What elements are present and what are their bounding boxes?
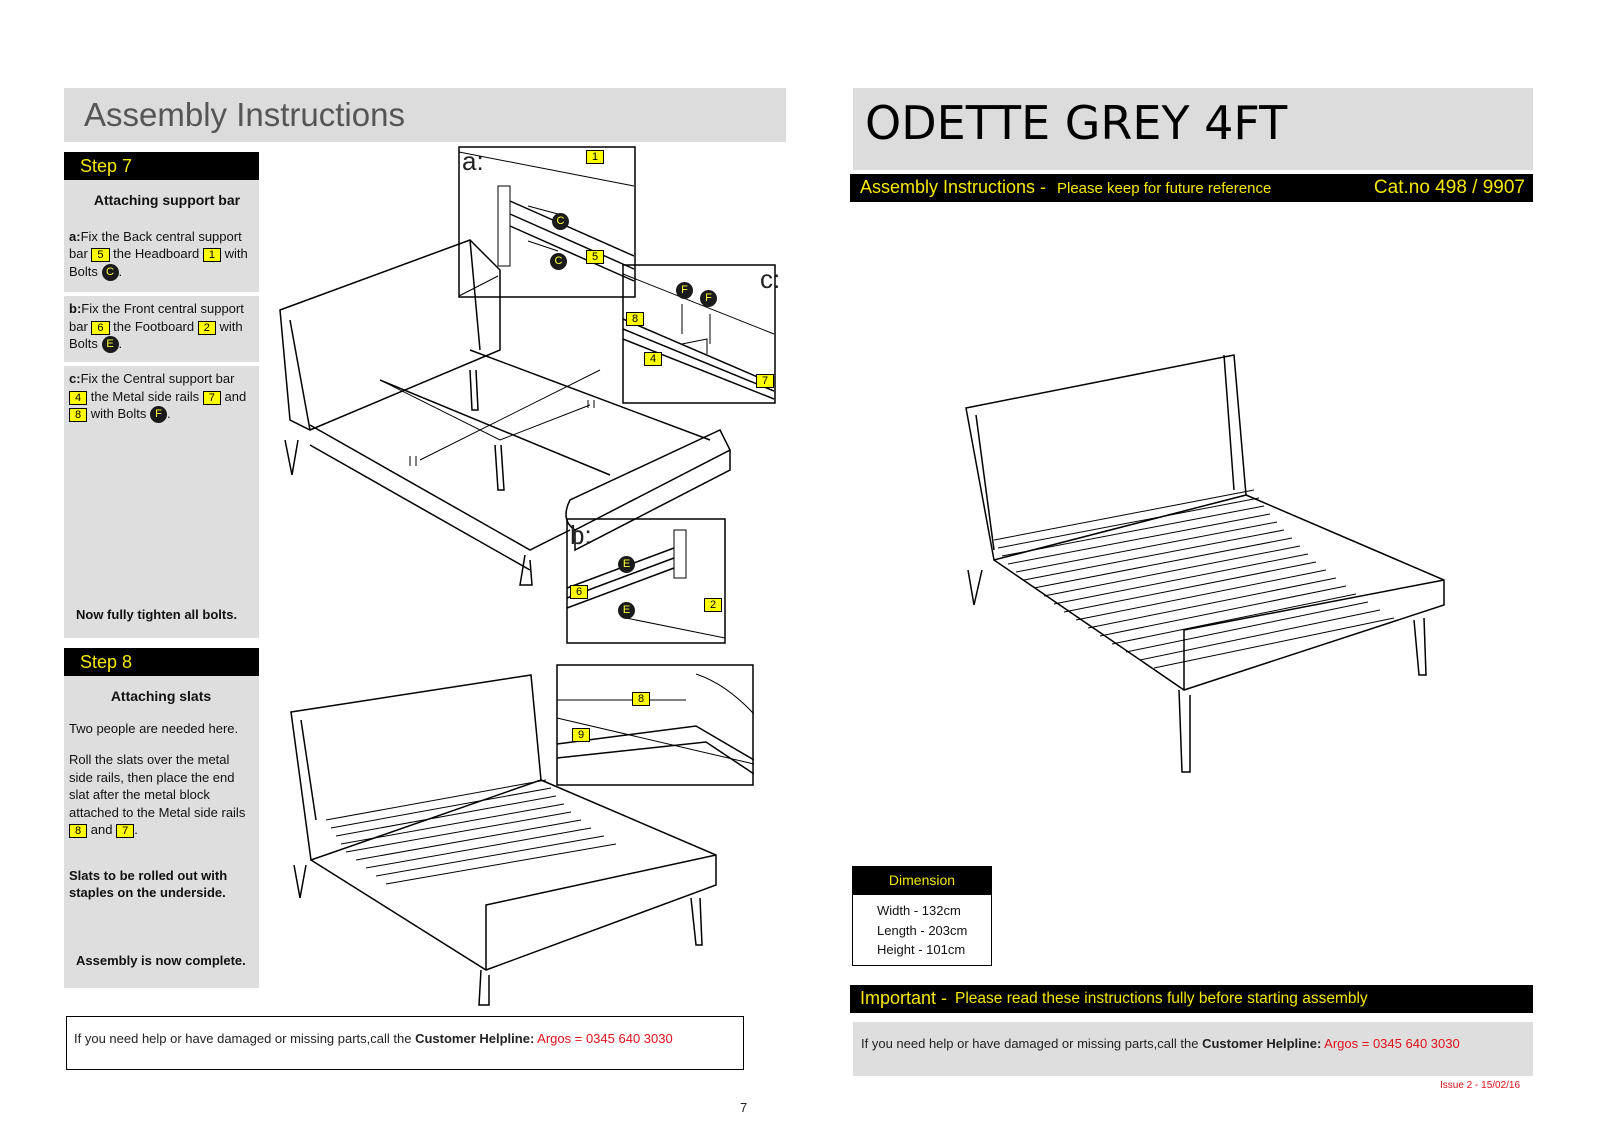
step7-bar: Step 7	[64, 152, 259, 180]
header-title: Assembly Instructions	[84, 96, 405, 133]
detail-c-diagram	[622, 264, 776, 404]
important-title: Important -	[860, 988, 948, 1008]
detail-c-tag-7: 7	[756, 374, 775, 388]
product-title: ODETTE GREY 4FT	[865, 96, 1288, 150]
step8-footer: Assembly is now complete.	[76, 953, 246, 968]
step7-heading: Attaching support bar	[93, 192, 241, 208]
bolt-icon: E	[618, 556, 635, 573]
step8-label: Step 8	[80, 652, 133, 672]
helpline-text: If you need help or have damaged or miss…	[861, 1036, 1203, 1051]
step8-heading: Attaching slats	[110, 688, 212, 704]
bolt-icon: F	[150, 406, 168, 424]
part-tag: 8	[69, 824, 88, 838]
bolt-icon: E	[101, 336, 119, 354]
left-page-header: Assembly Instructions	[64, 88, 786, 142]
step8-detail-tag-8: 8	[632, 692, 651, 706]
step7-part-a-box: Attaching support bar a:Fix the Back cen…	[64, 180, 259, 292]
step8-bar: Step 8	[64, 648, 259, 676]
step8-p3: Slats to be rolled out with staples on t…	[69, 867, 228, 901]
dimension-box: Width - 132cm Length - 203cm Height - 10…	[852, 894, 992, 966]
step8-detail-diagram	[556, 664, 754, 786]
strip-title: Assembly Instructions -	[860, 177, 1047, 197]
detail-b-tag-6: 6	[570, 585, 589, 599]
dimension-width: Width - 132cm	[877, 903, 961, 918]
helpline-number: Argos = 0345 640 3030	[534, 1031, 673, 1046]
step8-p2: Roll the slats over the metal side rails…	[69, 752, 246, 838]
detail-c-tag-4: 4	[644, 352, 663, 366]
detail-a-tag-5: 5	[586, 250, 605, 264]
detail-a-letter: a:	[462, 146, 484, 176]
helpline-number: Argos = 0345 640 3030	[1321, 1036, 1460, 1051]
dimension-length: Length - 203cm	[877, 922, 968, 938]
helpline-bold: Customer Helpline:	[415, 1031, 535, 1046]
detail-b-tag-2: 2	[704, 598, 723, 612]
detail-b-letter: b:	[570, 520, 592, 550]
step7-bed-frame-diagram	[279, 239, 732, 586]
part-tag: 6	[91, 320, 110, 335]
helpline-text: If you need help or have damaged or miss…	[74, 1031, 416, 1046]
step8-box: Attaching slats Two people are needed he…	[64, 676, 259, 988]
important-strip: Important - Please read these instructio…	[850, 985, 1533, 1013]
bolt-icon: C	[101, 263, 119, 281]
step7-a-text: a:Fix the Back central support bar 5 the…	[69, 228, 253, 281]
part-tag: 7	[116, 824, 135, 838]
part-tag: 4	[69, 390, 88, 405]
detail-c-letter: c:	[760, 264, 781, 294]
step8-p1: Two people are needed here.	[69, 720, 239, 736]
step7-b-text: b:Fix the Front central support bar 6 th…	[69, 300, 253, 354]
right-page-header: ODETTE GREY 4FT	[853, 88, 1533, 170]
part-tag: 2	[197, 320, 216, 335]
bolt-icon: F	[676, 282, 693, 299]
bolt-icon: C	[550, 253, 567, 270]
detail-a-tag-1: 1	[586, 150, 605, 164]
issue-date: Issue 2 - 15/02/16	[1440, 1080, 1521, 1091]
detail-a-diagram	[458, 146, 636, 298]
step7-part-c-box: c:Fix the Central support bar 4 the Meta…	[64, 366, 259, 638]
step7-part-b-box: b:Fix the Front central support bar 6 th…	[64, 296, 259, 362]
part-tag: 8	[69, 408, 88, 422]
assembly-strip: Assembly Instructions - Please keep for …	[850, 174, 1533, 202]
important-text: Please read these instructions fully bef…	[955, 990, 1368, 1007]
helpline-bold: Customer Helpline:	[1202, 1036, 1322, 1051]
part-tag: 5	[91, 248, 110, 262]
cat-no: Cat.no 498 / 9907	[1373, 177, 1525, 198]
dimension-height: Height - 101cm	[877, 942, 966, 957]
step7-label: Step 7	[80, 156, 133, 176]
left-helpline-box: If you need help or have damaged or miss…	[66, 1016, 744, 1070]
part-tag: 7	[202, 390, 221, 405]
part-tag: 1	[202, 248, 221, 262]
bolt-icon: E	[618, 602, 635, 619]
strip-subtitle: Please keep for future reference	[1057, 180, 1272, 197]
step8-bed-slats-diagram	[290, 674, 717, 1006]
step8-detail-tag-9: 9	[572, 728, 591, 742]
step7-footer: Now fully tighten all bolts.	[76, 607, 238, 622]
finished-bed-diagram	[965, 354, 1445, 773]
page-number: 7	[740, 1100, 748, 1115]
step7-c-text: c:Fix the Central support bar 4 the Meta…	[69, 370, 253, 424]
bolt-icon: C	[552, 213, 569, 230]
dimension-title: Dimension	[852, 866, 992, 894]
right-helpline-box: If you need help or have damaged or miss…	[853, 1022, 1533, 1076]
bolt-icon: F	[700, 290, 717, 307]
detail-c-tag-8: 8	[626, 312, 645, 326]
